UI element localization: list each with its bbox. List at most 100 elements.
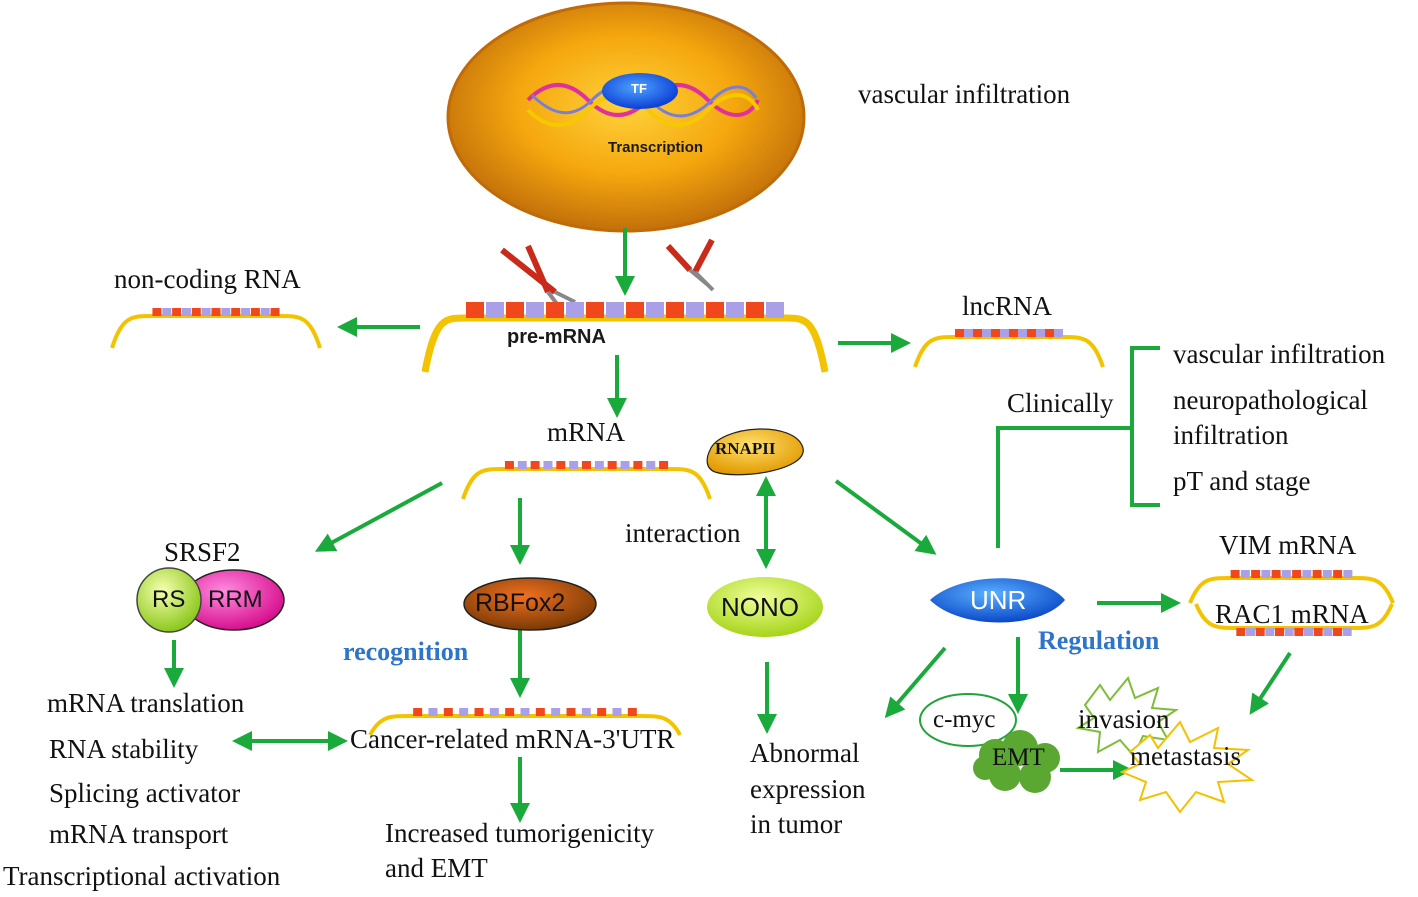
exon-mark (1271, 570, 1281, 578)
intron-mark (1261, 570, 1271, 578)
intron-mark (766, 302, 784, 318)
exon-mark (1009, 329, 1018, 337)
intron-mark (612, 708, 622, 716)
srsf2-protein (136, 567, 285, 633)
exon-mark (991, 329, 1000, 337)
exon-mark (270, 308, 280, 316)
exon-mark (530, 461, 540, 469)
exon-mark (535, 708, 545, 716)
exon-mark (586, 302, 604, 318)
exon-mark (1236, 628, 1246, 636)
abnormal-line: expression (750, 774, 866, 804)
clinical-item: neuropathological (1173, 385, 1368, 415)
unr-protein (930, 578, 1065, 623)
cancer-mrna-label: Cancer-related mRNA-3'UTR (350, 724, 675, 754)
pre-mrna-label: pre-mRNA (507, 326, 606, 348)
exon-mark (1230, 570, 1240, 578)
exon-mark (1275, 628, 1284, 636)
intron-mark (1322, 570, 1332, 578)
exon-mark (973, 329, 982, 337)
exon-mark (172, 308, 182, 316)
intron-mark (181, 308, 191, 316)
intron-mark (428, 708, 438, 716)
exon-mark (191, 308, 201, 316)
intron-mark (162, 308, 172, 316)
intron-mark (1054, 329, 1063, 337)
metastasis-label: metastasis (1130, 741, 1241, 771)
abnormal-line: in tumor (750, 809, 843, 839)
exon-mark (1313, 628, 1323, 636)
noncoding-label: non-coding RNA (114, 264, 301, 294)
cmyc-shape (919, 693, 1017, 747)
exon-mark (627, 708, 637, 716)
intron-mark (686, 302, 704, 318)
noncoding-strand (110, 308, 322, 349)
exon-mark (443, 708, 453, 716)
intron-mark (486, 302, 504, 318)
exon-mark (566, 708, 576, 716)
vim-label: VIM mRNA (1219, 530, 1357, 560)
exon-mark (556, 461, 566, 469)
intron-mark (1284, 628, 1294, 636)
intron-mark (1246, 628, 1255, 636)
rnapii-protein (706, 428, 804, 476)
intron-mark (221, 308, 231, 316)
intron-mark (569, 461, 579, 469)
top-right-label: vascular infiltration (858, 79, 1071, 109)
intron-mark (260, 308, 270, 316)
intron-mark (201, 308, 211, 316)
emt-cloud (973, 730, 1060, 793)
lncrna-strand (913, 329, 1105, 368)
rbfox2-label: RBFox2 (475, 589, 566, 617)
vim-strand (1188, 570, 1395, 604)
rs-label: RS (152, 586, 186, 613)
exon-mark (1255, 628, 1265, 636)
exon-mark (250, 308, 260, 316)
transcription-label: Transcription (608, 139, 704, 156)
nucleus (446, 1, 806, 233)
exon-mark (1294, 628, 1304, 636)
rac1-label: RAC1 mRNA (1215, 599, 1369, 629)
srsf2-title: SRSF2 (164, 537, 241, 567)
intron-mark (1000, 329, 1009, 337)
abnormal-line: Abnormal (750, 738, 860, 768)
intron-mark (1018, 329, 1027, 337)
intron-mark (646, 302, 664, 318)
intron-mark (620, 461, 630, 469)
exon-mark (546, 302, 564, 318)
exon-mark (1027, 329, 1036, 337)
intron-mark (526, 302, 544, 318)
scissors-icon (500, 244, 576, 310)
rna-strands (110, 302, 1395, 736)
intron-mark (1304, 628, 1313, 636)
exon-mark (607, 461, 617, 469)
exon-mark (746, 302, 764, 318)
cancer-mrna-strand (368, 708, 682, 736)
exon-mark (1333, 628, 1342, 636)
intron-mark (581, 708, 591, 716)
exon-mark (474, 708, 484, 716)
intron-mark (241, 308, 251, 316)
unr-label: UNR (970, 585, 1027, 615)
pre-mrna-strand (421, 302, 829, 373)
intron-mark (594, 461, 604, 469)
srsf2-function: mRNA transport (49, 819, 229, 849)
intron-mark (1281, 570, 1291, 578)
exon-mark (505, 708, 515, 716)
intron-mark (1265, 628, 1275, 636)
intron-mark (459, 708, 469, 716)
invasion-label: invasion (1078, 704, 1170, 734)
exon-mark (1292, 570, 1302, 578)
exon-mark (955, 329, 964, 337)
intron-mark (551, 708, 561, 716)
intron-mark (606, 302, 624, 318)
exon-mark (666, 302, 684, 318)
intron-mark (982, 329, 991, 337)
clinically-label: Clinically (1007, 388, 1114, 418)
exon-mark (597, 708, 607, 716)
srsf2-function: mRNA translation (47, 688, 245, 718)
regulation-label: Regulation (1038, 626, 1160, 655)
metastasis-burst (1119, 720, 1256, 814)
exon-mark (706, 302, 724, 318)
rbfox2-protein (463, 577, 597, 631)
